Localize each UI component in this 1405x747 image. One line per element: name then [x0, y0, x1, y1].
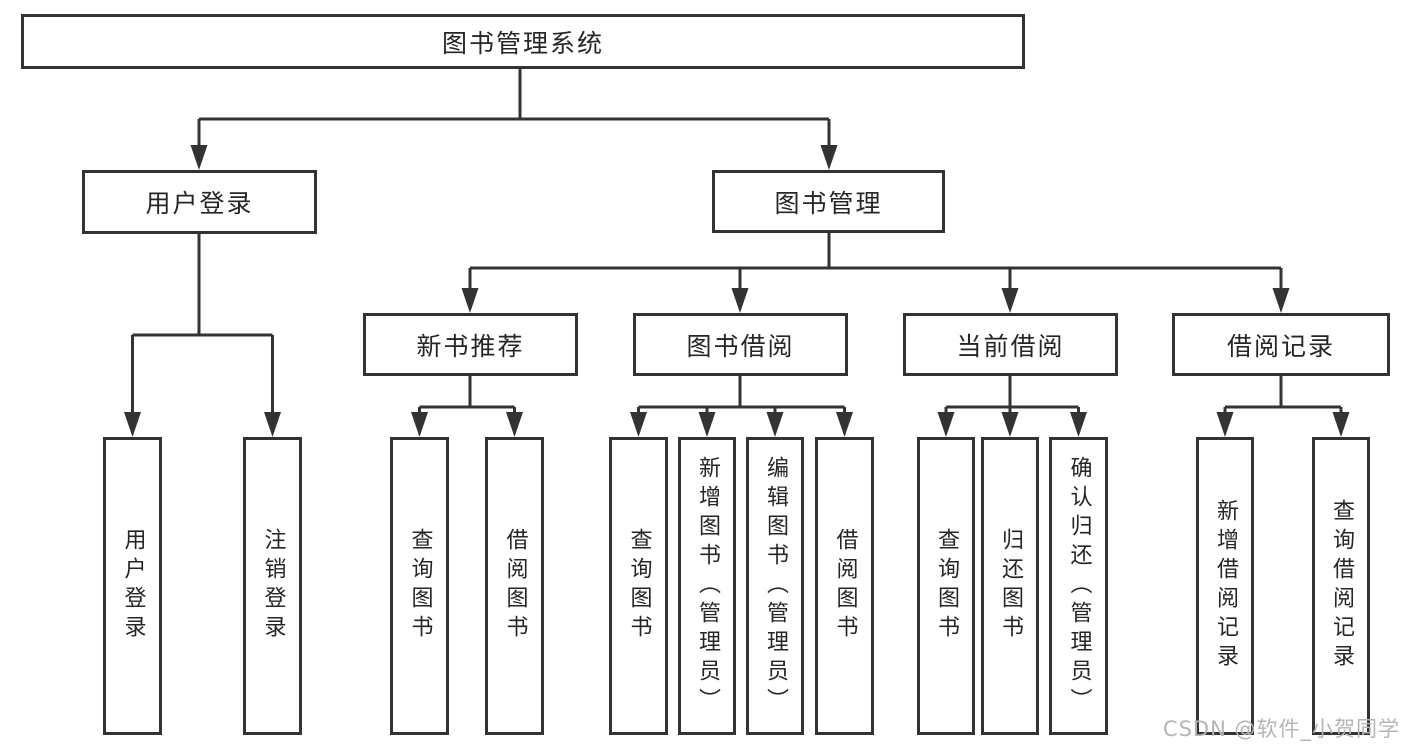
leaf-user-login: 用户登录 — [103, 437, 162, 735]
leaf-add-books-admin: 新增图书（管理员） — [678, 437, 736, 735]
leaf-query-borrow-record: 查询借阅记录 — [1312, 437, 1370, 735]
arrowhead-group — [124, 145, 1350, 437]
leaf-confirm-return-admin: 确认归还（管理员） — [1049, 437, 1108, 735]
leaf-logout-login: 注销登录 — [243, 437, 302, 735]
csdn-watermark: CSDN @软件_小贺同学 — [1162, 717, 1400, 741]
leaf-edit-books-admin: 编辑图书（管理员） — [746, 437, 804, 735]
leaf-query-books-1: 查询图书 — [390, 437, 449, 735]
node-user-login: 用户登录 — [82, 170, 317, 234]
leaf-query-books-3: 查询图书 — [917, 437, 975, 735]
node-borrowing-records: 借阅记录 — [1172, 313, 1390, 376]
node-new-book-recommendation: 新书推荐 — [363, 313, 578, 376]
node-book-borrowing: 图书借阅 — [633, 313, 848, 376]
system-root-node: 图书管理系统 — [21, 14, 1025, 69]
leaf-return-books: 归还图书 — [981, 437, 1039, 735]
node-book-management: 图书管理 — [712, 170, 945, 233]
node-current-borrowing: 当前借阅 — [903, 313, 1118, 376]
leaf-borrow-books-1: 借阅图书 — [485, 437, 544, 735]
leaf-query-books-2: 查询图书 — [609, 437, 668, 735]
leaf-borrow-books-2: 借阅图书 — [815, 437, 874, 735]
leaf-add-borrow-record: 新增借阅记录 — [1196, 437, 1254, 735]
